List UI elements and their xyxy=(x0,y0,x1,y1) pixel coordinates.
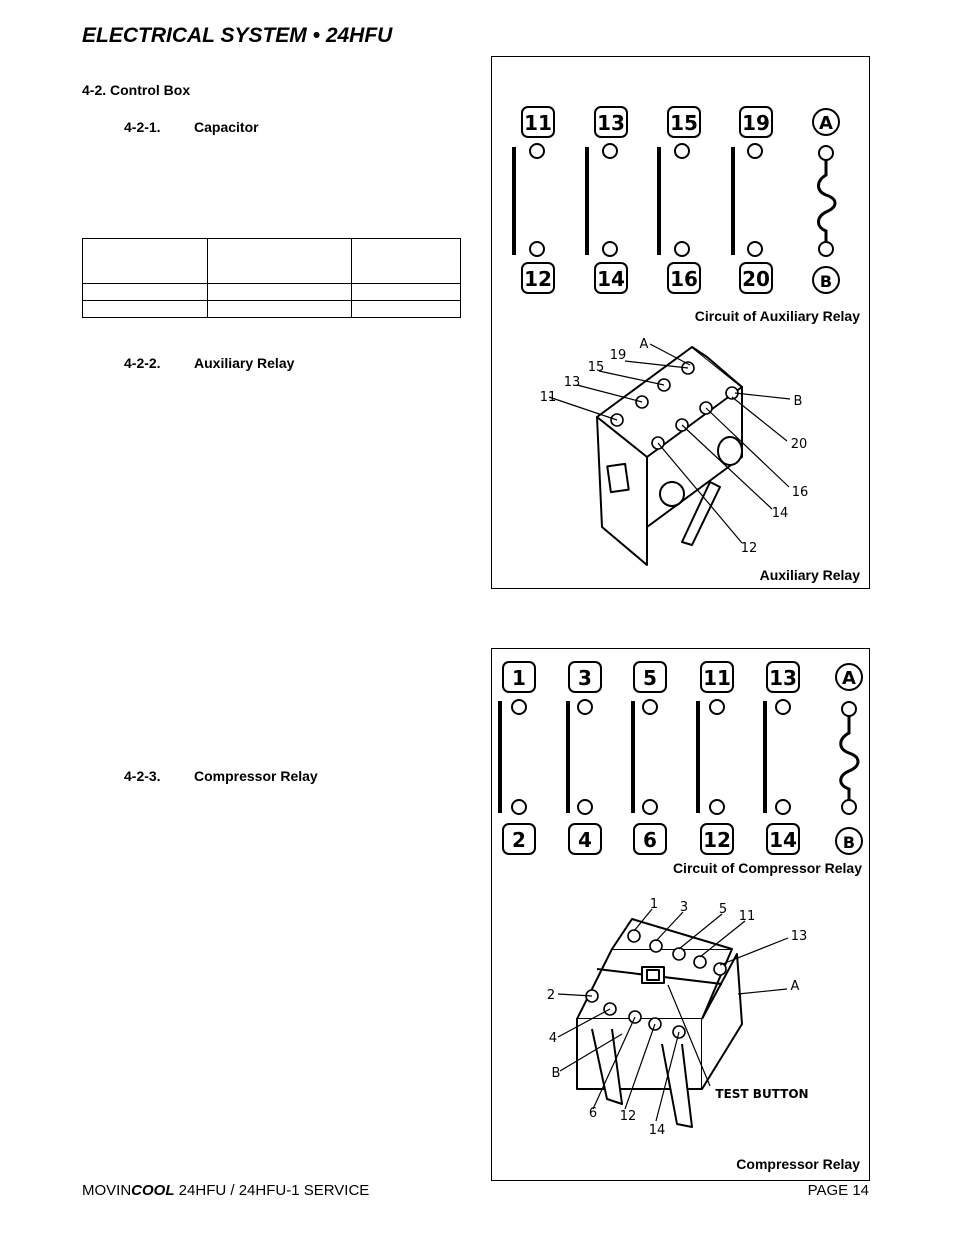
section-heading-control-box: 4-2. Control Box xyxy=(82,82,191,98)
aux-circuit-caption: Circuit of Auxiliary Relay xyxy=(694,308,860,324)
table-row xyxy=(82,300,461,318)
subsection-number-aux-relay: 4-2-2. xyxy=(124,355,161,371)
comp-callout: 2 xyxy=(547,988,555,1003)
aux-callout: 12 xyxy=(741,541,758,556)
aux-terminal-top: A xyxy=(819,113,833,134)
table-row xyxy=(82,283,461,301)
table-row xyxy=(82,238,461,284)
aux-relay-caption: Auxiliary Relay xyxy=(759,567,860,583)
comp-terminal-bottom: B xyxy=(843,833,855,852)
table-cell xyxy=(82,300,208,318)
comp-terminal-bottom: 2 xyxy=(512,828,526,852)
comp-circuit-caption: Circuit of Compressor Relay xyxy=(672,860,862,876)
comp-callout: 13 xyxy=(791,929,808,944)
table-cell xyxy=(207,238,352,284)
comp-terminal-bottom: 6 xyxy=(643,828,657,852)
comp-terminal-top: 5 xyxy=(643,666,657,690)
comp-callout: 12 xyxy=(620,1109,637,1124)
subsection-number-capacitor: 4-2-1. xyxy=(124,119,161,135)
aux-terminal-bottom: B xyxy=(820,272,832,291)
comp-callout: 11 xyxy=(739,909,756,924)
test-button-label: TEST BUTTON xyxy=(715,1087,808,1101)
aux-callout: 19 xyxy=(610,348,627,363)
brand-light: MOVIN xyxy=(82,1182,132,1199)
aux-terminal-bottom: 20 xyxy=(742,267,770,291)
comp-callout: B xyxy=(552,1066,561,1081)
table-cell xyxy=(207,283,352,301)
aux-callout: 15 xyxy=(588,360,605,375)
comp-callout: 4 xyxy=(549,1031,557,1046)
table-cell xyxy=(351,300,461,318)
table-cell xyxy=(351,283,461,301)
comp-terminal-bottom: 4 xyxy=(578,828,592,852)
aux-terminal-top: 15 xyxy=(670,111,698,135)
table-cell xyxy=(351,238,461,284)
aux-relay-figure-panel: 11 13 15 19 A 12 14 16 20 B xyxy=(491,56,870,589)
aux-callout: 14 xyxy=(772,506,789,521)
aux-callout: 11 xyxy=(540,390,557,405)
aux-terminal-top: 11 xyxy=(524,111,552,135)
page-number: PAGE 14 xyxy=(807,1182,869,1199)
footer-brand: MOVINCOOL 24HFU / 24HFU-1 SERVICE xyxy=(82,1182,369,1199)
table-cell xyxy=(207,300,352,318)
aux-callout: 13 xyxy=(564,375,581,390)
footer-model: 24HFU / 24HFU-1 SERVICE xyxy=(174,1182,370,1199)
comp-terminal-top: 13 xyxy=(769,666,797,690)
aux-relay-figure: 11 13 15 19 A 12 14 16 20 B xyxy=(512,106,840,566)
comp-terminal-top: A xyxy=(842,668,856,689)
comp-terminal-top: 3 xyxy=(578,666,592,690)
subsection-title-capacitor: Capacitor xyxy=(194,119,259,135)
subsection-title-aux-relay: Auxiliary Relay xyxy=(194,355,295,371)
comp-terminal-top: 1 xyxy=(512,666,526,690)
comp-callout: 1 xyxy=(650,897,658,912)
aux-terminal-top: 19 xyxy=(742,111,770,135)
subsection-title-comp-relay: Compressor Relay xyxy=(194,768,318,784)
comp-callout: 14 xyxy=(649,1123,666,1138)
comp-relay-figure: 1 3 5 11 13 A 2 4 6 12 14 B xyxy=(498,661,863,1138)
comp-callout: A xyxy=(791,979,800,994)
table-cell xyxy=(82,238,208,284)
page-title: ELECTRICAL SYSTEM • 24HFU xyxy=(82,24,393,47)
comp-relay-figure-panel: 1 3 5 11 13 A 2 4 6 12 14 B xyxy=(491,648,870,1181)
comp-terminal-bottom: 12 xyxy=(703,828,731,852)
comp-terminal-top: 11 xyxy=(703,666,731,690)
aux-terminal-bottom: 14 xyxy=(597,267,625,291)
comp-relay-drawing xyxy=(576,918,743,1128)
aux-terminal-bottom: 16 xyxy=(670,267,698,291)
comp-callout: 6 xyxy=(589,1106,597,1121)
brand-bold: COOL xyxy=(131,1182,175,1199)
aux-callout: A xyxy=(640,337,649,352)
table-cell xyxy=(82,283,208,301)
comp-relay-caption: Compressor Relay xyxy=(736,1156,860,1172)
capacitor-table xyxy=(82,238,461,318)
comp-callout: 5 xyxy=(719,902,727,917)
aux-callout: B xyxy=(794,394,803,409)
aux-terminal-bottom: 12 xyxy=(524,267,552,291)
aux-callout: 16 xyxy=(792,485,809,500)
aux-callout: 20 xyxy=(791,437,808,452)
aux-terminal-top: 13 xyxy=(597,111,625,135)
subsection-number-comp-relay: 4-2-3. xyxy=(124,768,161,784)
comp-terminal-bottom: 14 xyxy=(769,828,797,852)
comp-callout: 3 xyxy=(680,900,688,915)
